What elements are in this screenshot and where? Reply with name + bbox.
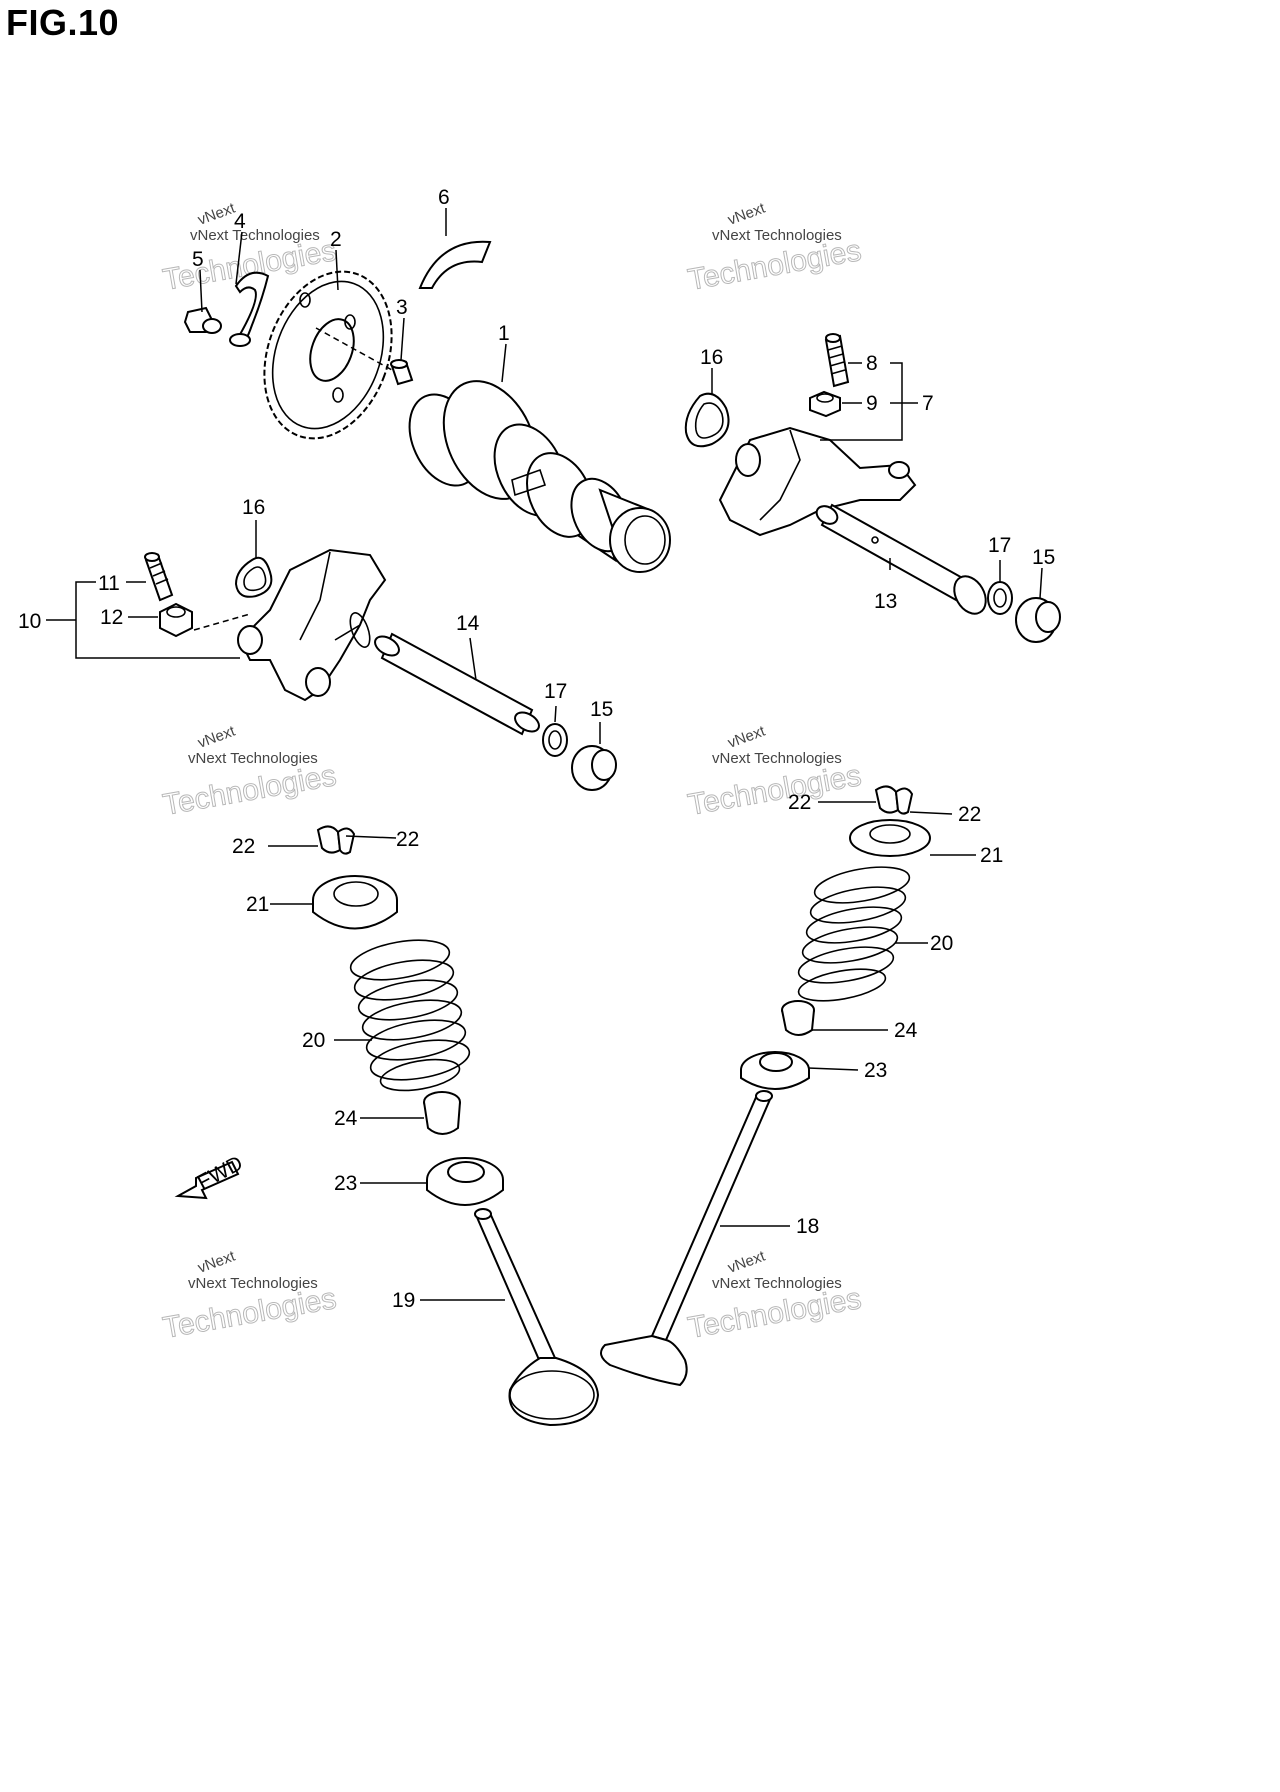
part-4-circlip	[229, 271, 270, 347]
part-23-seat-left	[426, 1157, 504, 1206]
part-17-washer-right	[987, 581, 1013, 615]
svg-text:vNext: vNext	[196, 722, 239, 751]
part-5-bolt	[183, 306, 222, 334]
part-10-rocker-arm	[237, 548, 387, 702]
part-16-oring-right	[684, 392, 730, 448]
fwd-arrow: FWD	[174, 1152, 247, 1200]
part-8-adjuster-screw	[824, 333, 850, 388]
callout-20-right: 20	[930, 932, 953, 955]
part-14-rocker-shaft	[374, 632, 540, 736]
part-1-camshaft	[408, 380, 671, 573]
callout-16-right: 16	[700, 346, 723, 369]
part-13-rocker-shaft	[815, 503, 987, 615]
part-12-nut	[159, 602, 193, 638]
callout-3: 3	[396, 296, 408, 319]
part-11-adjuster-screw	[144, 552, 174, 602]
leader-lines	[46, 208, 1043, 1301]
part-20-spring-left	[349, 939, 471, 1092]
part-3-pin	[390, 359, 414, 386]
callout-6: 6	[438, 186, 450, 209]
part-20-spring-right	[797, 866, 911, 1002]
callout-12: 12	[100, 606, 123, 629]
svg-text:vNext Technologies: vNext Technologies	[190, 227, 320, 244]
svg-text:Technologies: Technologies	[160, 759, 338, 822]
callout-20-left: 20	[302, 1029, 325, 1052]
part-22-cotters-right	[874, 785, 914, 815]
callout-22-left-b: 22	[396, 828, 419, 851]
svg-text:vNext: vNext	[726, 722, 769, 751]
callout-5: 5	[192, 248, 204, 271]
part-15-cap-left	[571, 745, 617, 791]
callout-13: 13	[874, 590, 897, 613]
callout-22-right-a: 22	[788, 791, 811, 814]
part-21-retainer-left	[312, 875, 398, 930]
part-6-clip	[418, 240, 492, 289]
svg-text:vNext: vNext	[726, 199, 769, 228]
watermark-bottom-left: Technologies vNext Technologies vNext	[160, 1247, 339, 1345]
part-19-intake-valve	[474, 1208, 600, 1427]
svg-text:vNext Technologies: vNext Technologies	[188, 1275, 318, 1292]
svg-text:vNext Technologies: vNext Technologies	[712, 1275, 842, 1292]
part-24-seal-left	[423, 1091, 461, 1135]
callout-17-left: 17	[544, 680, 567, 703]
figure-title: FIG.10	[6, 2, 120, 43]
callout-4: 4	[234, 210, 246, 233]
watermark-top-right: Technologies vNext Technologies vNext	[685, 199, 864, 297]
callout-24-right: 24	[894, 1019, 918, 1042]
callout-23-right: 23	[864, 1059, 887, 1082]
watermark-mid-right: Technologies vNext Technologies vNext	[685, 722, 864, 822]
part-18-exhaust-valve	[600, 1090, 773, 1387]
callout-23-left: 23	[334, 1172, 357, 1195]
svg-text:Technologies: Technologies	[685, 759, 863, 822]
callout-10: 10	[18, 610, 41, 633]
part-23-seat-right	[740, 1051, 810, 1090]
callout-7: 7	[922, 392, 934, 415]
callout-11: 11	[98, 572, 120, 595]
callout-21-right: 21	[980, 844, 1003, 867]
part-22-cotters-left	[316, 825, 356, 855]
callout-17-right: 17	[988, 534, 1011, 557]
callout-1: 1	[498, 322, 510, 345]
callout-24-left: 24	[334, 1107, 358, 1130]
part-16-oring-left	[234, 556, 273, 598]
part-17-washer-left	[542, 723, 568, 757]
callout-22-left-a: 22	[232, 835, 255, 858]
part-9-nut	[809, 390, 841, 418]
svg-text:vNext: vNext	[196, 1247, 239, 1276]
callout-18: 18	[796, 1215, 819, 1238]
watermark-mid-left: Technologies vNext Technologies vNext	[160, 722, 339, 822]
svg-text:FWD: FWD	[194, 1152, 247, 1195]
callout-15-left: 15	[590, 698, 613, 721]
callout-8: 8	[866, 352, 878, 375]
callout-21-left: 21	[246, 893, 269, 916]
callout-22-right-b: 22	[958, 803, 981, 826]
svg-text:vNext Technologies: vNext Technologies	[188, 750, 318, 767]
callout-16-left: 16	[242, 496, 265, 519]
part-2-sprocket	[263, 270, 393, 440]
watermark-bottom-right: Technologies vNext Technologies vNext	[685, 1247, 864, 1345]
callout-9: 9	[866, 392, 878, 415]
callout-19: 19	[392, 1289, 415, 1312]
part-21-retainer-right	[849, 819, 931, 857]
callout-14: 14	[456, 612, 480, 635]
part-7-rocker-arm	[718, 426, 917, 537]
callout-2: 2	[330, 228, 342, 251]
svg-text:vNext Technologies: vNext Technologies	[712, 227, 842, 244]
callout-labels: 6 2 4 5 3 1 16 8 9 7 13 17 15 16 11 12 1…	[18, 186, 1055, 1312]
svg-text:vNext: vNext	[726, 1247, 769, 1276]
callout-15-right: 15	[1032, 546, 1055, 569]
part-24-seal-right	[781, 1000, 815, 1036]
part-15-cap-right	[1015, 597, 1061, 643]
svg-text:vNext: vNext	[196, 199, 239, 228]
svg-text:vNext Technologies: vNext Technologies	[712, 750, 842, 767]
